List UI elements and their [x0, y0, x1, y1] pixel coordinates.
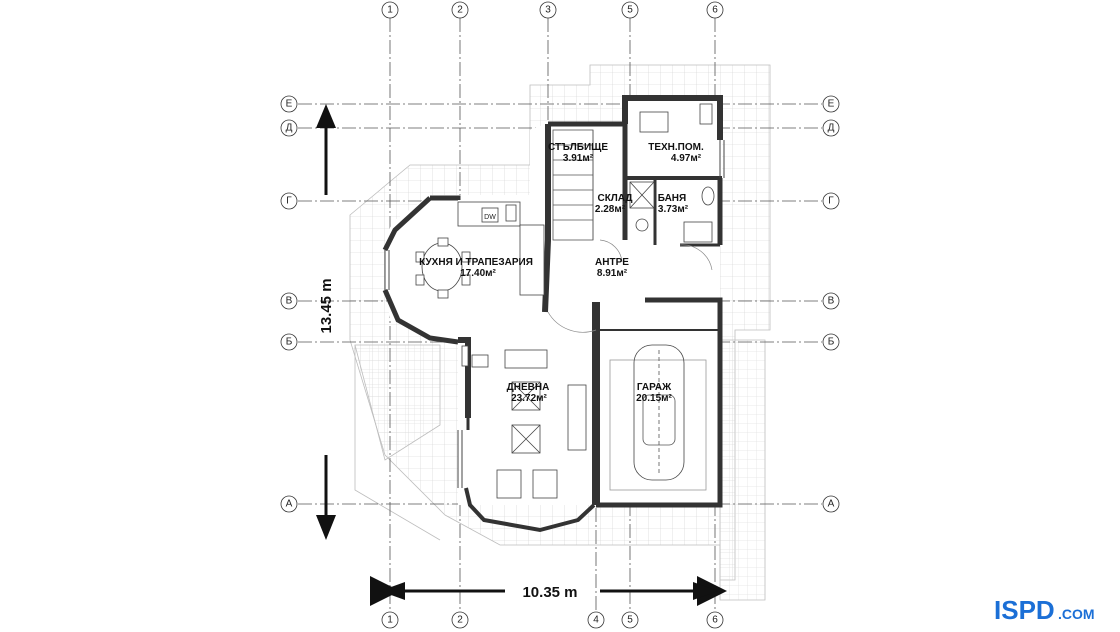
room-name-storage: СКЛАД — [597, 193, 632, 204]
svg-text:1: 1 — [387, 615, 393, 626]
svg-text:В: В — [286, 296, 293, 307]
svg-text:.COM: .COM — [1058, 606, 1095, 622]
room-area-stairs: 3.91м² — [563, 153, 594, 164]
axis-bubbles-right: Е Д Г В Б А — [822, 95, 840, 513]
room-area-tech: 4.97м² — [671, 153, 702, 164]
room-name-living: ДНЕВНА — [507, 382, 550, 393]
room-name-garage: ГАРАЖ — [637, 382, 672, 393]
room-area-garage: 20.15м² — [636, 393, 672, 404]
bathroom-fixtures — [629, 103, 715, 243]
room-name-stairs: СТЪЛБИЩЕ — [548, 142, 608, 153]
room-labels: СТЪЛБИЩЕ 3.91м² ТЕХН.ПОМ. 4.97м² СКЛАД 2… — [419, 142, 704, 404]
svg-text:Е: Е — [828, 99, 835, 110]
svg-text:Б: Б — [828, 337, 835, 348]
windows — [384, 140, 725, 488]
svg-text:4: 4 — [593, 615, 599, 626]
door-swings — [547, 239, 713, 333]
garage-car — [609, 344, 707, 491]
svg-text:5: 5 — [627, 5, 633, 16]
kitchen-furniture: DW — [415, 201, 545, 299]
axis-bubbles-left: Е Д Г В Б А — [280, 95, 298, 513]
svg-text:6: 6 — [712, 615, 718, 626]
svg-text:А: А — [286, 499, 293, 510]
svg-text:В: В — [828, 296, 835, 307]
room-name-bath: БАНЯ — [658, 193, 686, 204]
living-furniture — [461, 345, 587, 499]
dishwasher-label: DW — [484, 214, 496, 221]
svg-text:3: 3 — [545, 5, 551, 16]
width-dimension-label: 10.35 m — [522, 584, 577, 601]
room-name-hall: АНТРЕ — [595, 257, 629, 268]
dimension-depth: 13.45 m — [316, 104, 336, 540]
ispd-logo: ISPD .COM — [990, 587, 1118, 630]
svg-text:Д: Д — [286, 123, 293, 134]
svg-text:Г: Г — [286, 196, 292, 207]
svg-text:Д: Д — [828, 123, 835, 134]
dimension-width: 10.35 m — [370, 576, 727, 606]
svg-text:2: 2 — [457, 615, 463, 626]
svg-text:Е: Е — [286, 99, 293, 110]
room-area-living: 23.72м² — [511, 393, 547, 404]
svg-text:5: 5 — [627, 615, 633, 626]
svg-text:1: 1 — [387, 5, 393, 16]
walls — [382, 95, 723, 533]
svg-text:А: А — [828, 499, 835, 510]
room-area-kitchen: 17.40м² — [460, 268, 496, 279]
svg-text:2: 2 — [457, 5, 463, 16]
depth-dimension-label: 13.45 m — [318, 278, 335, 333]
room-name-tech: ТЕХН.ПОМ. — [648, 142, 704, 153]
svg-text:Б: Б — [286, 337, 293, 348]
room-area-hall: 8.91м² — [597, 268, 628, 279]
room-name-kitchen: КУХНЯ И ТРАПЕЗАРИЯ — [419, 257, 533, 268]
room-area-storage: 2.28м² — [595, 204, 626, 215]
axis-bubbles-top: 1 2 3 5 6 — [381, 1, 724, 19]
staircase — [552, 129, 594, 241]
axis-bubbles-bottom: 1 2 4 5 6 — [381, 611, 724, 629]
svg-text:ISPD: ISPD — [994, 595, 1055, 625]
room-area-bath: 3.73м² — [658, 204, 689, 215]
svg-text:6: 6 — [712, 5, 718, 16]
svg-text:Г: Г — [828, 196, 834, 207]
